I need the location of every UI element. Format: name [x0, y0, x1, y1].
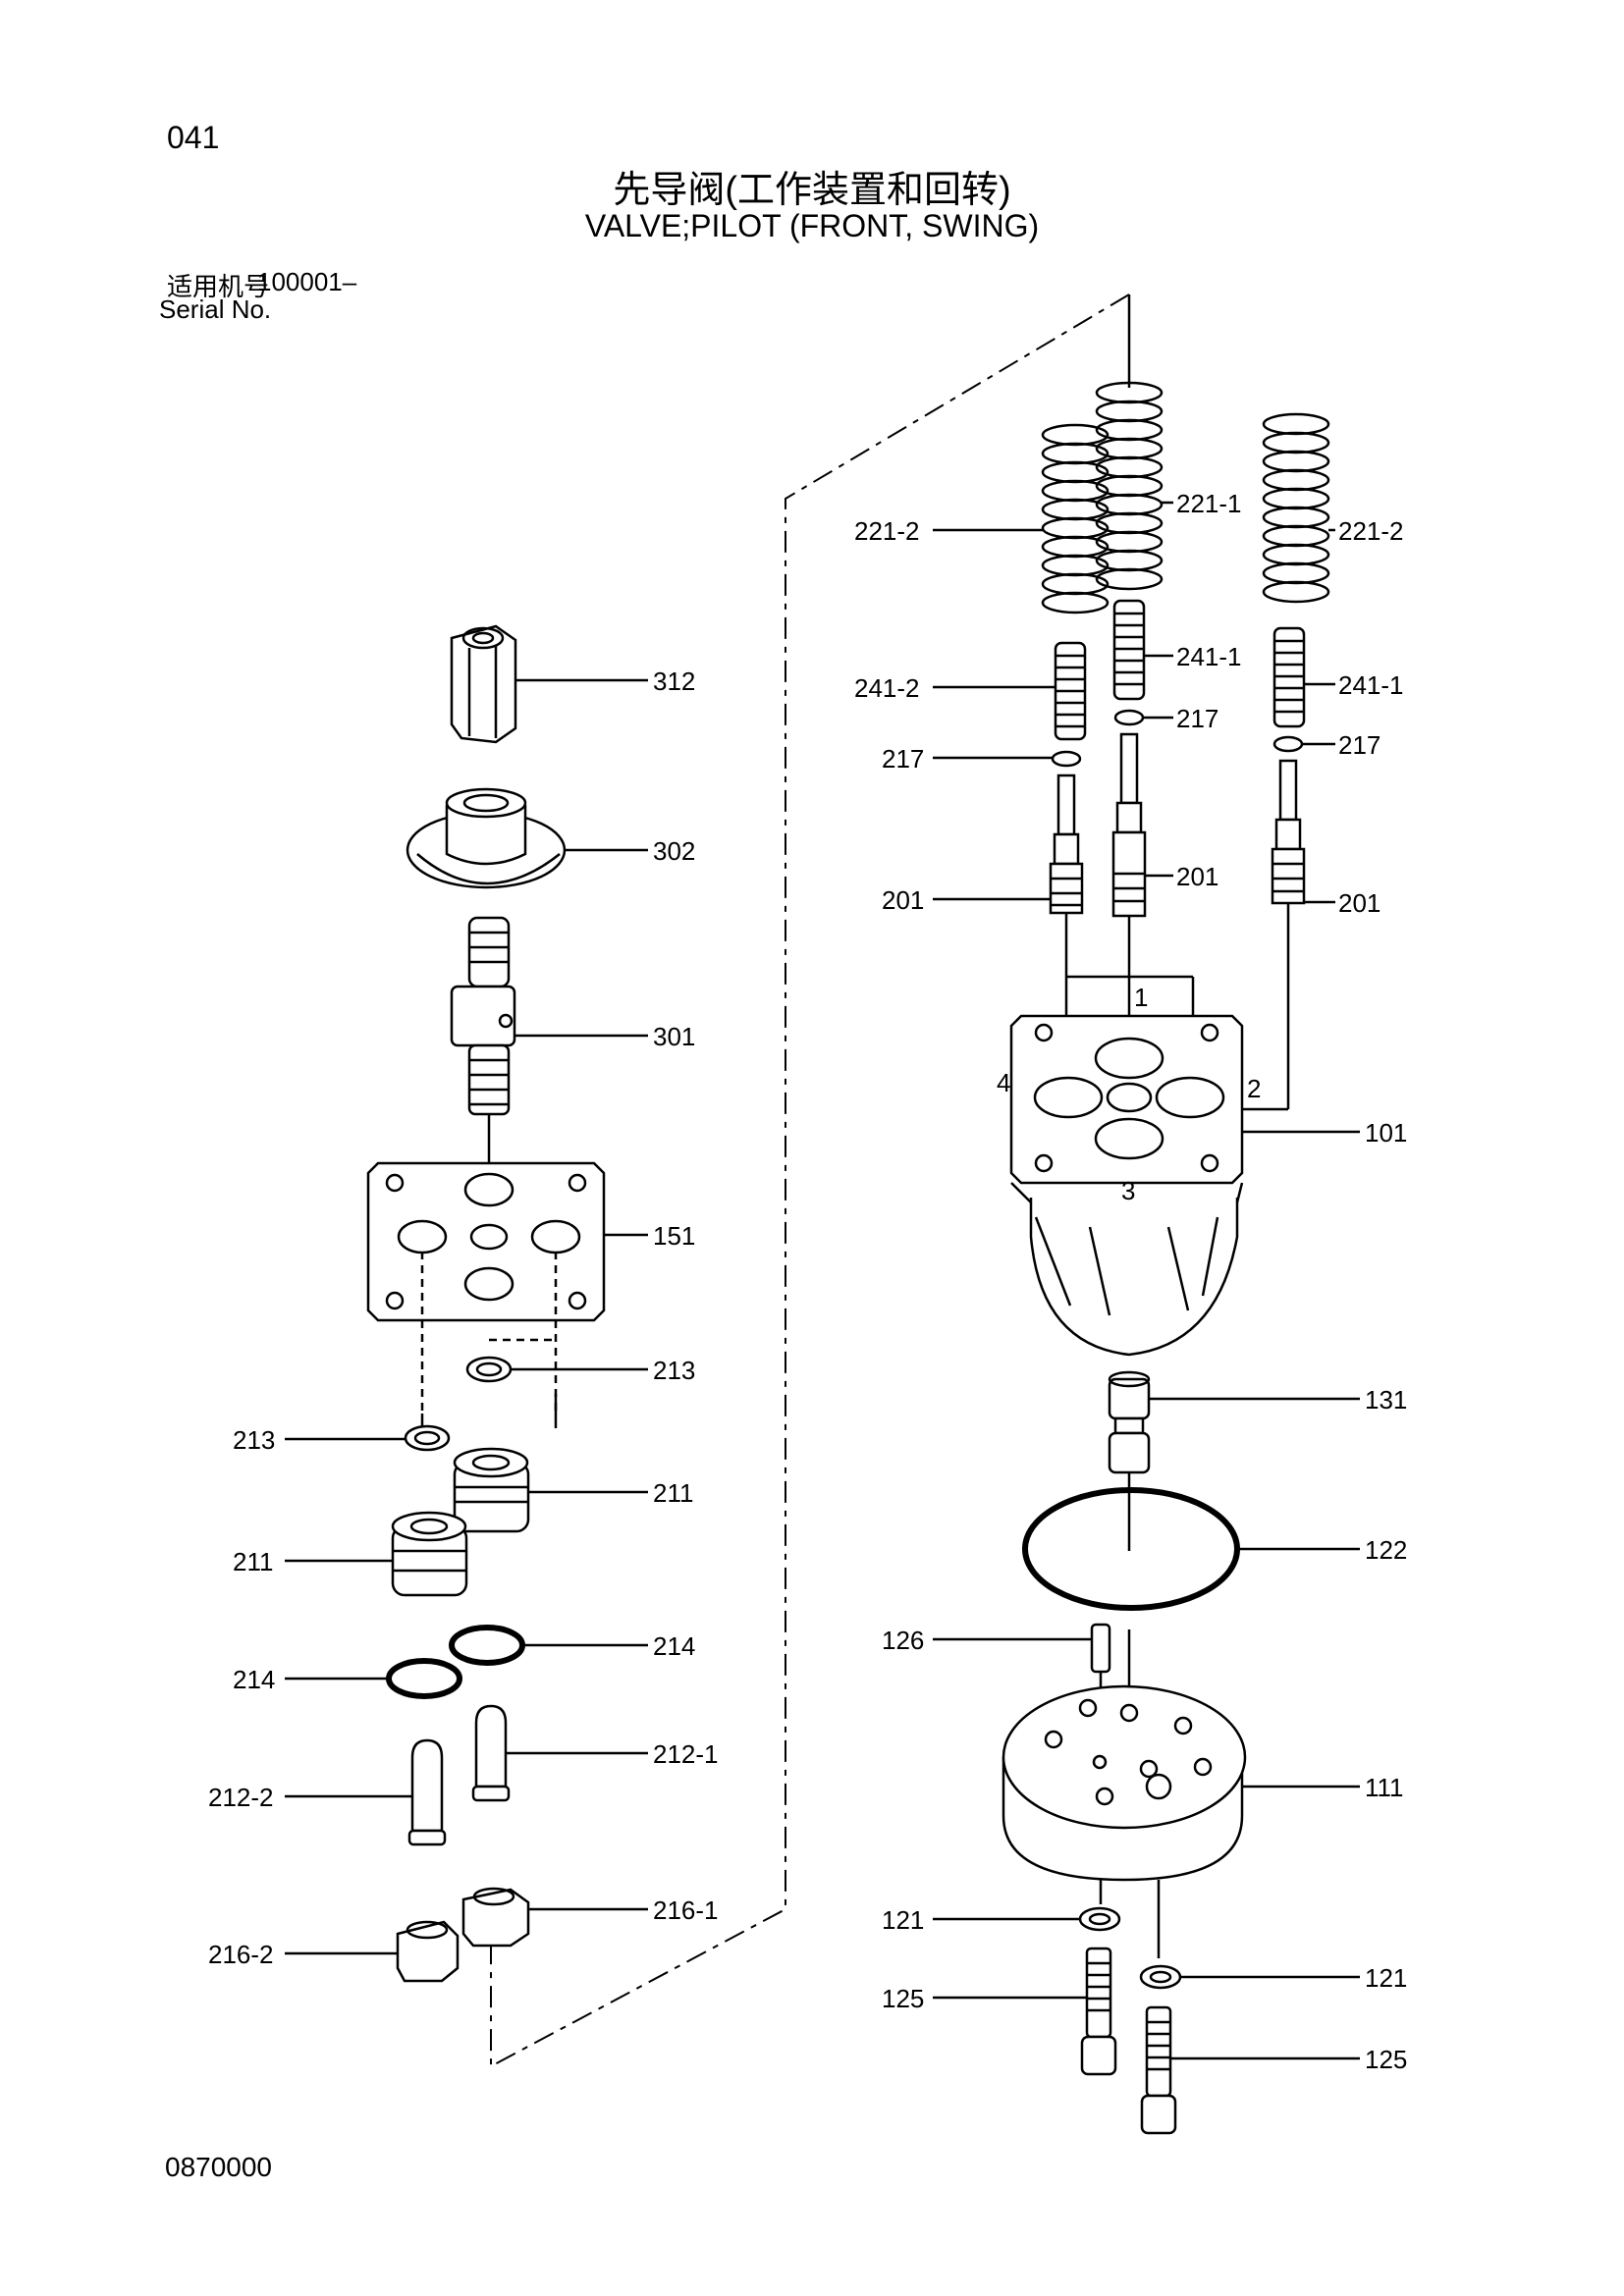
part-125-bolt-a: [1080, 1947, 1117, 2076]
callout-125b: 125: [1365, 2045, 1407, 2074]
part-126-pin: [1090, 1623, 1111, 1674]
callout-217a: 217: [882, 744, 924, 774]
part-214-oring-b: [386, 1658, 462, 1699]
callout-214b: 214: [233, 1665, 275, 1694]
part-217-washer-b: [1113, 709, 1145, 726]
callout-211a: 211: [653, 1478, 693, 1508]
port-label-3: 3: [1121, 1176, 1135, 1205]
callout-241-2: 241-2: [854, 673, 920, 703]
part-151-plate: [366, 1161, 606, 1322]
title-english: VALVE;PILOT (FRONT, SWING): [584, 208, 1040, 243]
part-201-pusher-right: [1271, 759, 1306, 905]
callout-213a: 213: [653, 1356, 695, 1385]
callout-212-2: 212-2: [208, 1783, 274, 1812]
part-121-washer-a: [1078, 1906, 1121, 1932]
serial-label-cn: 适用机号: [167, 272, 270, 301]
callout-302: 302: [653, 836, 695, 866]
callout-201c: 201: [1338, 888, 1380, 918]
part-212-2-pin: [407, 1738, 447, 1846]
callout-125a: 125: [882, 1984, 924, 2013]
port-label-4: 4: [997, 1068, 1010, 1097]
callout-101: 101: [1365, 1118, 1407, 1148]
callout-151: 151: [653, 1221, 695, 1251]
part-216-2-plug: [396, 1920, 460, 1983]
callout-122: 122: [1365, 1535, 1407, 1565]
part-111-port-plate: [1001, 1684, 1247, 1882]
part-131-spool: [1108, 1370, 1151, 1474]
port-label-2: 2: [1247, 1074, 1261, 1103]
page-number: 041: [167, 120, 220, 155]
part-121-washer-b: [1139, 1964, 1182, 1990]
footer-code: 0870000: [165, 2152, 273, 2182]
part-241-2-spring: [1054, 641, 1087, 741]
callout-131: 131: [1365, 1385, 1407, 1415]
callout-221-2a: 221-2: [854, 516, 920, 546]
part-212-1-pin: [471, 1704, 511, 1802]
title-chinese: 先导阀(工作装置和回转): [613, 170, 1011, 211]
part-201-pusher-center: [1111, 732, 1147, 918]
part-241-1-spring-center: [1112, 599, 1146, 701]
part-216-1-plug: [461, 1887, 530, 1948]
callout-111: 111: [1365, 1773, 1404, 1802]
assembly-boundary-line: [490, 294, 1130, 2068]
callout-126: 126: [882, 1626, 924, 1655]
callout-214a: 214: [653, 1631, 695, 1661]
part-217-washer-c: [1272, 735, 1304, 753]
part-241-1-spring-right: [1272, 626, 1306, 728]
callout-121a: 121: [882, 1905, 924, 1935]
callout-241-1b: 241-1: [1338, 670, 1404, 700]
callout-216-2: 216-2: [208, 1940, 274, 1969]
part-214-oring-a: [449, 1625, 525, 1666]
part-221-2-spring-right: [1262, 412, 1330, 604]
part-211-bushing-a: [453, 1447, 530, 1533]
callout-217c: 217: [1338, 730, 1380, 760]
callout-213b: 213: [233, 1425, 275, 1455]
callout-221-2b: 221-2: [1338, 516, 1404, 546]
callout-211b: 211: [233, 1547, 273, 1576]
part-301-universal-joint: [450, 916, 516, 1116]
callout-312: 312: [653, 667, 695, 696]
port-label-1: 1: [1134, 983, 1148, 1012]
callout-221-1: 221-1: [1176, 489, 1242, 518]
part-122-oring: [1022, 1487, 1240, 1611]
callout-212-1: 212-1: [653, 1739, 719, 1769]
callout-241-1a: 241-1: [1176, 642, 1242, 671]
callout-301: 301: [653, 1022, 695, 1051]
part-302-plate: [406, 787, 567, 889]
serial-label-en: Serial No.: [159, 294, 272, 324]
part-213-seal-a: [465, 1356, 513, 1383]
serial-value: 100001–: [257, 267, 357, 296]
part-312-hex-coupling: [450, 624, 517, 744]
part-101-casing: [1009, 1014, 1244, 1357]
callout-201a: 201: [882, 885, 924, 915]
part-221-1-spring-center: [1095, 381, 1164, 591]
part-217-washer-a: [1051, 750, 1082, 768]
part-213-seal-b: [404, 1424, 451, 1452]
part-201-pusher-left: [1049, 774, 1084, 915]
callout-121b: 121: [1365, 1963, 1407, 1993]
callout-216-1: 216-1: [653, 1896, 719, 1925]
part-221-2-spring-left: [1041, 423, 1110, 614]
callout-201b: 201: [1176, 862, 1218, 891]
callout-217b: 217: [1176, 704, 1218, 733]
part-211-bushing-b: [391, 1511, 468, 1597]
part-125-bolt-b: [1140, 2005, 1177, 2135]
